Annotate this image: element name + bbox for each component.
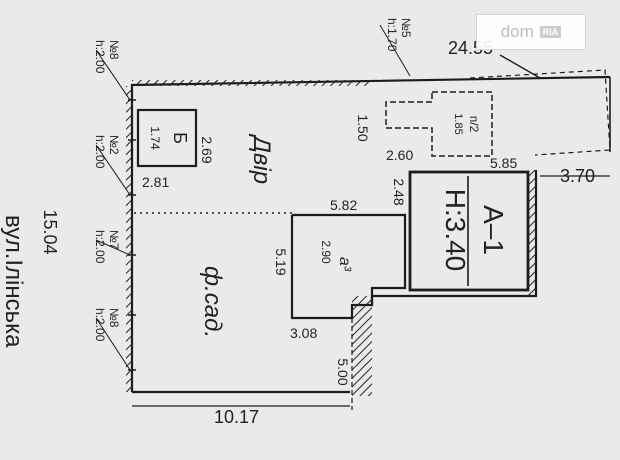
p2-dim2: 2.60: [386, 147, 413, 163]
wall-hatch-lower: [352, 296, 372, 396]
building-a1: А–1 Н:3.40 2.48: [391, 170, 530, 292]
street-name: вул.Ілінська: [0, 215, 27, 348]
dim-bottom: 10.17: [214, 407, 259, 427]
structure-p2: п/2 1.85 1.50 2.60: [355, 91, 493, 163]
watermark-brand: dom: [500, 22, 534, 41]
p2-dim1: 1.50: [355, 114, 371, 141]
block-b-label: Б: [170, 132, 190, 144]
p2-label: п/2: [467, 116, 481, 133]
marker-4-h: h:2.00: [93, 230, 107, 264]
room-a3-height: 5.19: [273, 248, 289, 275]
building-height: Н:3.40: [440, 189, 471, 272]
yard-block-b: Б 1.74 2.81 2.69: [136, 108, 215, 190]
marker-5-num: №8: [107, 308, 121, 328]
marker-2: №8 h:2.00: [93, 40, 121, 74]
marker-4-num: №7: [107, 230, 121, 250]
wall-hatch-right: [528, 170, 536, 296]
room-a3-side: 5.00: [335, 358, 351, 385]
marker-1-h: h:1.70: [385, 18, 399, 52]
yard-label: Двір: [248, 133, 275, 184]
dim-top-short: 5.85: [490, 155, 517, 171]
wall-hatch-top: [132, 80, 372, 86]
marker-1: №5 h:1.70: [385, 18, 413, 52]
garden-label: ф.сад.: [199, 266, 226, 338]
marker-4: №7 h:2.00: [93, 230, 121, 264]
dim-left: 15.04: [40, 209, 60, 254]
p2-area: 1.85: [452, 113, 464, 134]
marker-3-h: h:2.00: [93, 135, 107, 169]
wall-hatch-left: [126, 86, 132, 392]
room-a3-label: а³: [336, 257, 353, 272]
watermark-badge: RIA: [539, 26, 562, 38]
building-label: А–1: [478, 205, 509, 255]
marker-5: №8 h:2.00: [93, 308, 121, 342]
domria-watermark: dom RIA: [476, 14, 586, 50]
building-dim: 2.48: [391, 178, 407, 205]
marker-leaders: [95, 24, 411, 371]
room-a3-area: 2.90: [319, 240, 333, 264]
block-b-width: 2.81: [142, 174, 169, 190]
block-b-area: 1.74: [148, 126, 162, 150]
room-a3-width: 5.82: [330, 197, 357, 213]
marker-3: №2 h:2.00: [93, 135, 121, 169]
room-a3-bottom: 3.08: [290, 325, 317, 341]
marker-3-num: №2: [107, 135, 121, 155]
room-a3: а³ 2.90 5.82 5.19 3.08 5.00: [273, 197, 407, 410]
marker-2-num: №8: [107, 40, 121, 60]
marker-2-h: h:2.00: [93, 40, 107, 74]
block-b-height: 2.69: [199, 136, 215, 163]
marker-1-num: №5: [399, 18, 413, 38]
